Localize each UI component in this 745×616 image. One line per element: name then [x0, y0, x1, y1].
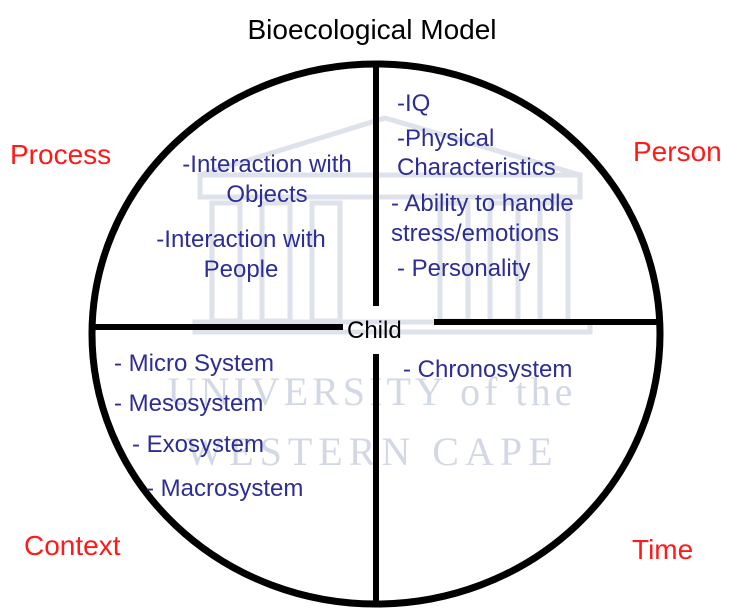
person-item-text: -Physical Characteristics — [397, 125, 556, 181]
context-label: Context — [24, 530, 121, 561]
process-label: Process — [10, 139, 112, 170]
watermark-line2: WESTERN CAPE — [185, 429, 558, 474]
watermark-line1: UNIVERSITY of the — [168, 369, 577, 414]
context-item: - Macrosystem — [146, 475, 304, 502]
watermark-entablature — [197, 172, 583, 200]
process-item: -Interaction with People — [131, 225, 351, 285]
process-item: -Interaction with Objects — [167, 150, 367, 210]
time-item: - Chronosystem — [403, 356, 573, 383]
center-child: Child — [347, 317, 402, 344]
process-item-text: -Interaction with Objects — [182, 151, 352, 208]
time-label: Time — [632, 534, 694, 565]
context-item: - Exosystem — [132, 431, 265, 458]
diagram-title: Bioecological Model — [247, 14, 497, 45]
person-item: - Ability to handle stress/emotions — [391, 189, 636, 249]
person-label: Person — [633, 136, 722, 167]
person-item: -IQ — [397, 90, 431, 117]
process-item-text: -Interaction with People — [156, 226, 326, 283]
context-item: - Micro System — [114, 350, 275, 377]
person-item: - Personality — [397, 255, 531, 282]
context-item: - Mesosystem — [114, 390, 264, 417]
person-item: -Physical Characteristics — [397, 124, 607, 182]
person-item-text: - Ability to handle stress/emotions — [391, 190, 574, 247]
